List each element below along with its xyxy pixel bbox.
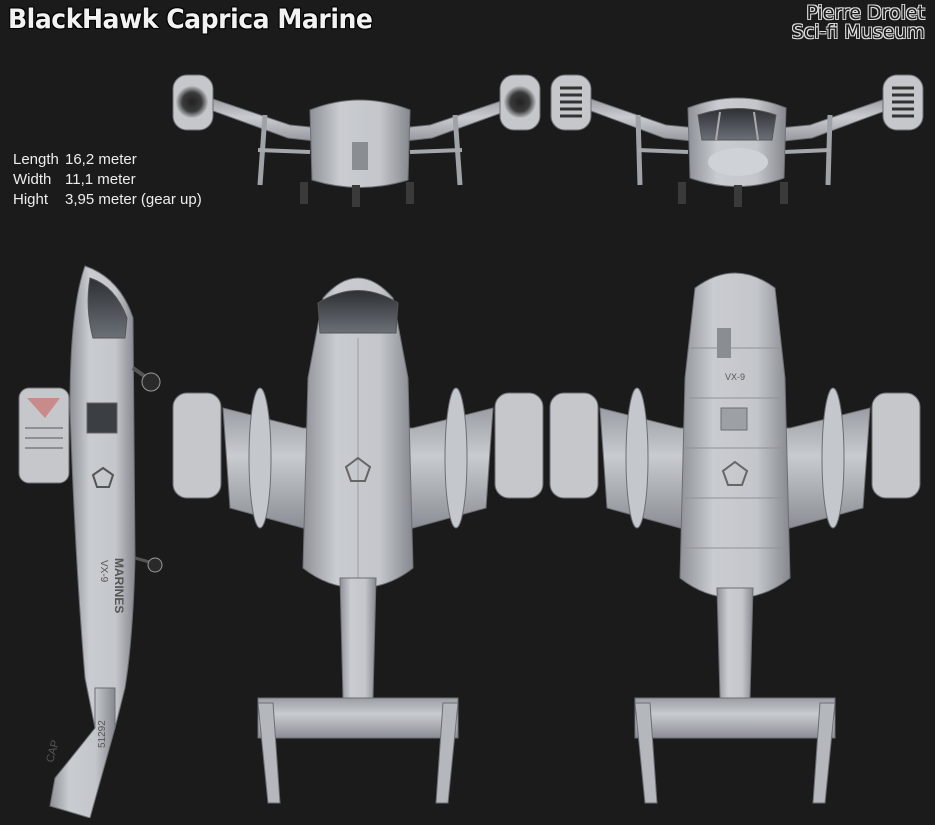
spec-width: Width 11,1 meter: [13, 170, 202, 190]
left-nacelle: [550, 74, 592, 131]
page-title: BlackHawk Caprica Marine: [8, 4, 373, 35]
spec-value: 11,1 meter: [65, 171, 136, 188]
spec-label: Hight: [13, 191, 49, 208]
spec-value: 16,2 meter: [65, 151, 137, 168]
tail-marking: CAP: [44, 739, 61, 764]
left-nacelle: [172, 74, 214, 131]
spec-value: 3,95 meter (gear up): [65, 191, 202, 208]
right-nacelle: [499, 74, 541, 131]
squadron-marking: VX-9: [725, 372, 745, 382]
credit-museum: Sci-fi Museum: [791, 21, 925, 43]
branch-marking: MARINES: [112, 558, 126, 613]
spec-length: Length 16,2 meter: [13, 150, 202, 170]
front-view: [550, 74, 924, 207]
spec-label: Width: [13, 171, 52, 188]
spec-height: Hight 3,95 meter (gear up): [13, 190, 202, 210]
top-view: [172, 277, 544, 804]
squadron-marking: VX-9: [98, 560, 109, 583]
bottom-view: VX-9: [549, 272, 921, 804]
spec-label: Length: [13, 151, 59, 168]
side-view: MARINES VX-9 51292 CAP: [18, 265, 163, 818]
rear-view: [172, 74, 541, 207]
serial-marking: 51292: [97, 720, 108, 748]
spec-list: Length 16,2 meter Width 11,1 meter Hight…: [13, 150, 202, 210]
credit-author: Pierre Drolet: [806, 2, 925, 24]
right-nacelle: [882, 74, 924, 131]
credit: Pierre Drolet Sci-fi Museum: [792, 4, 925, 42]
